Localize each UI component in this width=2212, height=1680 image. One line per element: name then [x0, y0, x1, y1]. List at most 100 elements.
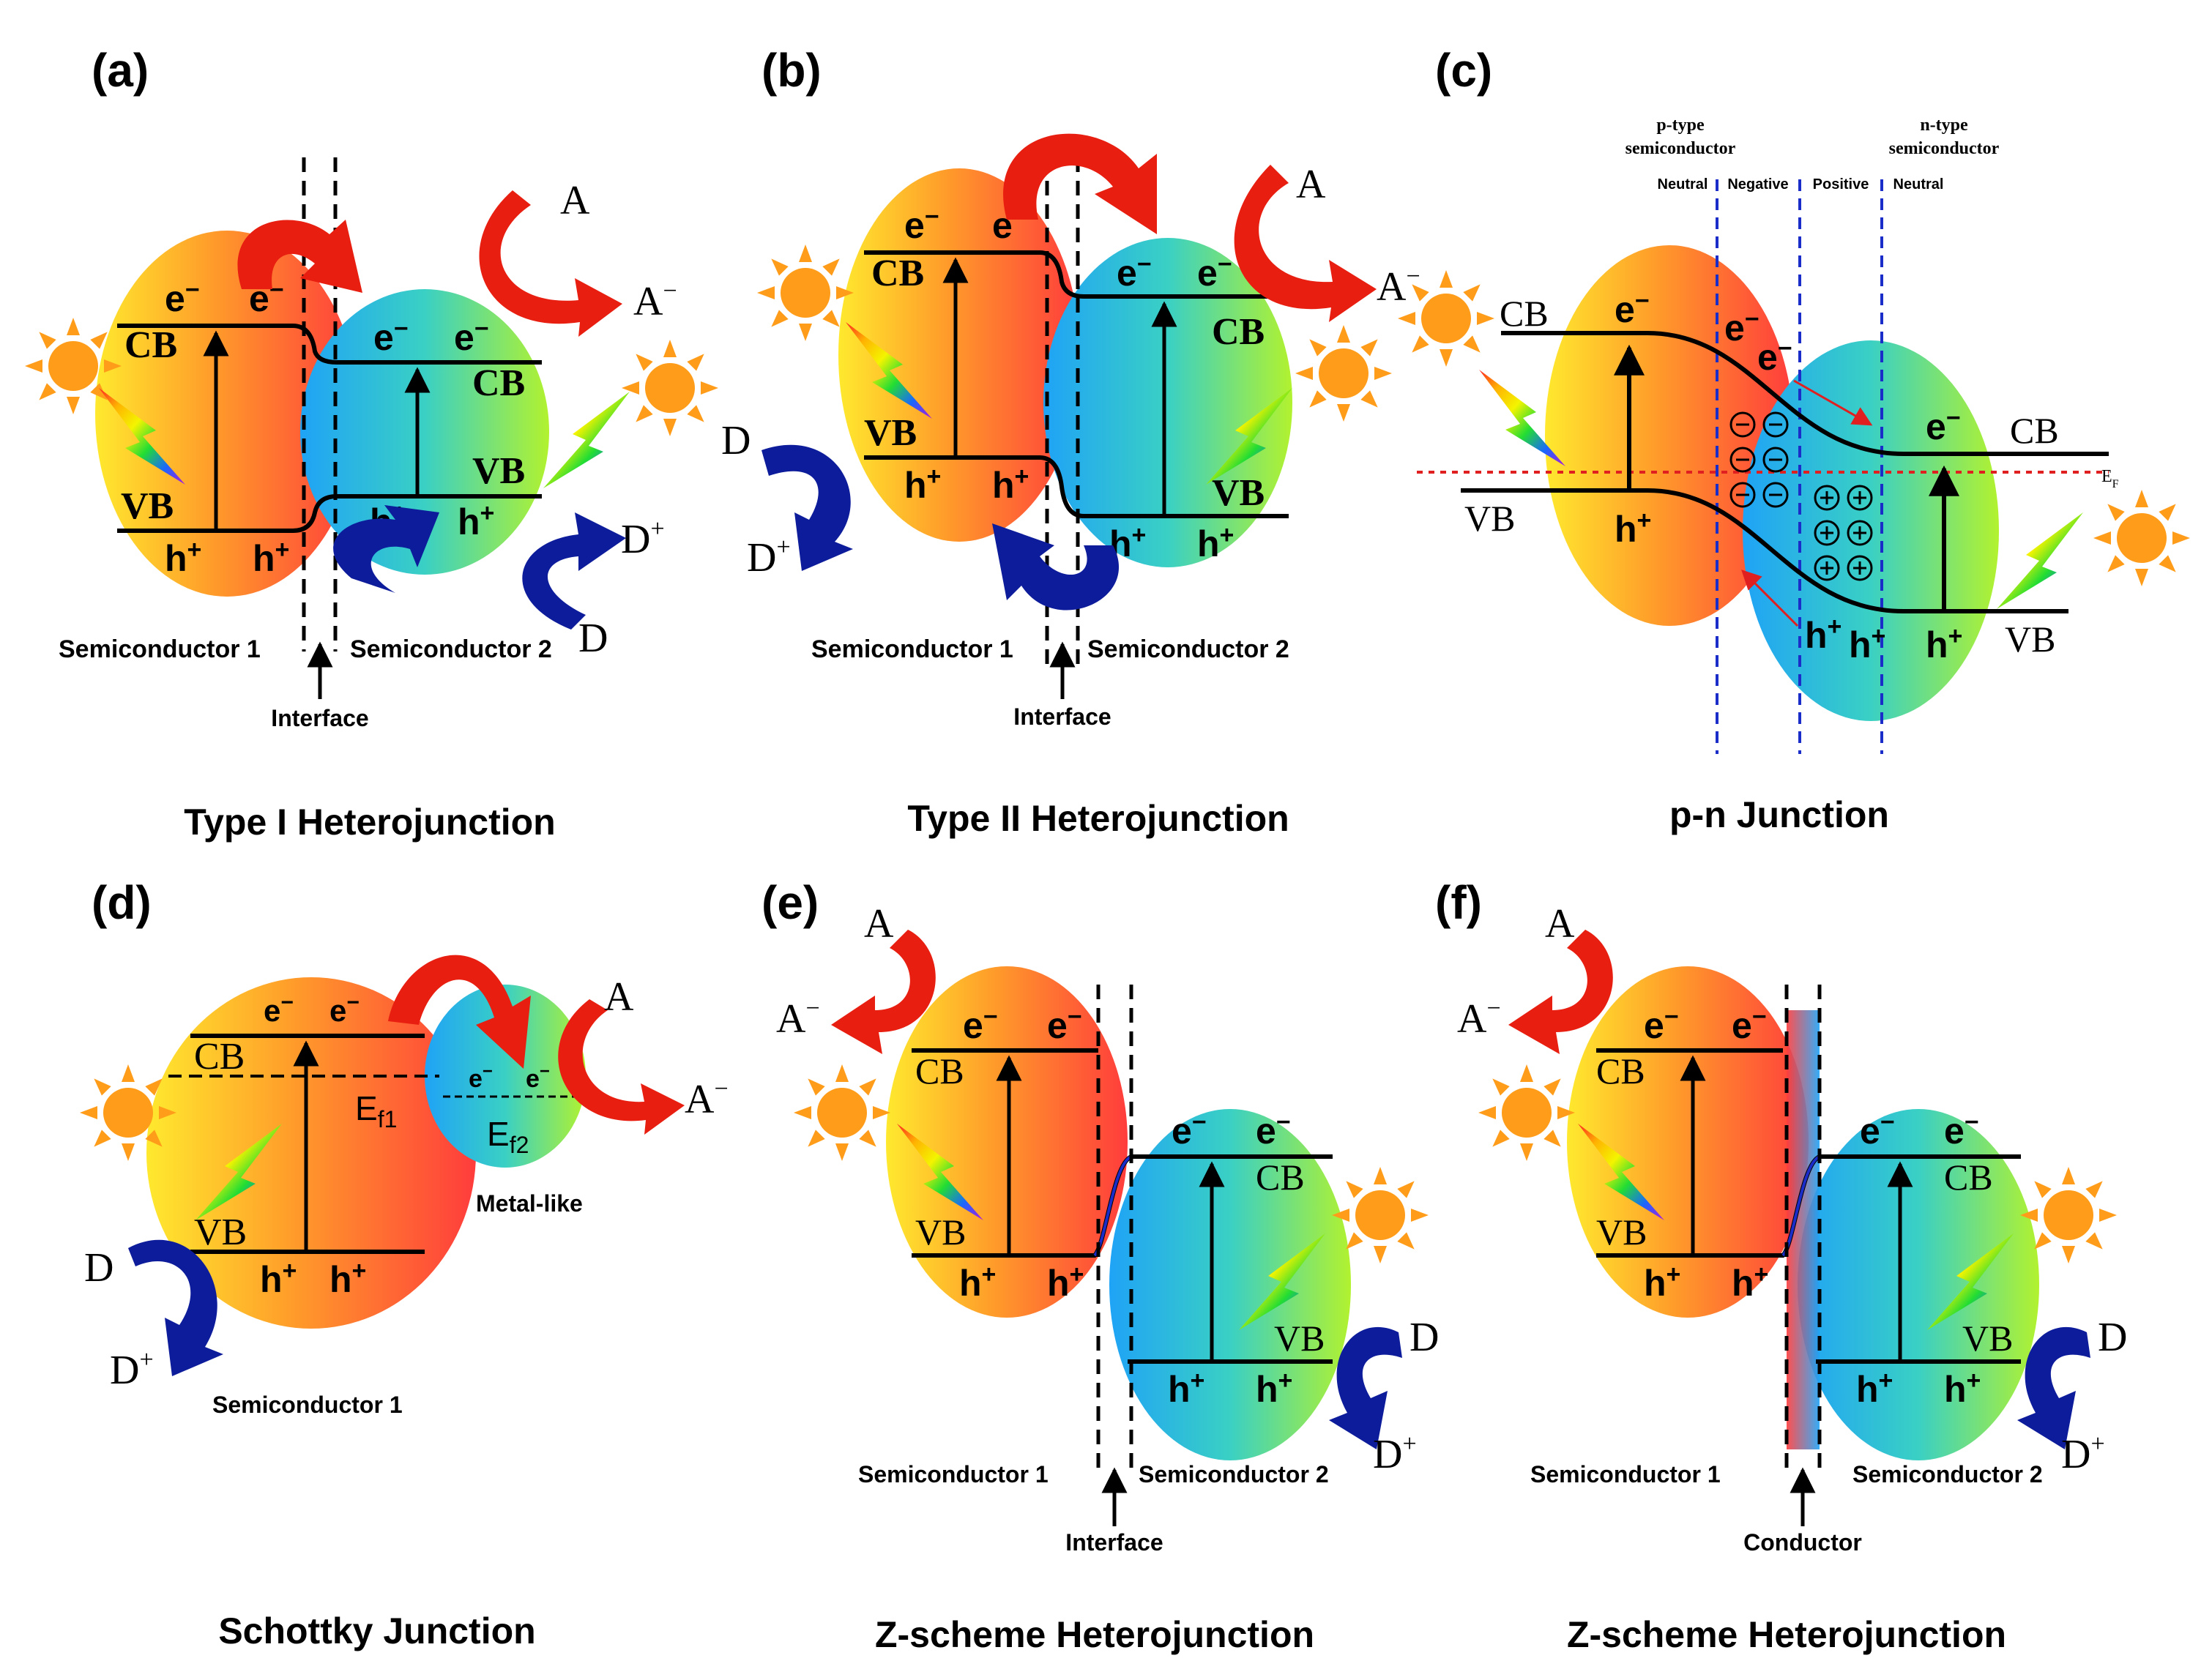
svg-text:h+: h+ [1849, 622, 1885, 665]
fermi-1-subscript: f1 [378, 1106, 398, 1132]
negative-charges [1729, 411, 1789, 508]
hole-symbol: h [992, 465, 1015, 506]
semiconductor-1-label: Semiconductor 1 [1530, 1461, 1721, 1487]
semiconductor-2-label: Semiconductor 2 [350, 635, 552, 663]
hole-transfer-arrow [333, 505, 439, 593]
panel-e: (e) CB CB VB VB e− e− e− e− h+ h+ h+ h+ [761, 876, 1439, 1655]
hole-symbol: h [1047, 1263, 1070, 1304]
hole-symbol: h [1944, 1369, 1967, 1410]
metal-like-label: Metal-like [476, 1190, 583, 1217]
svg-text:h+: h+ [1732, 1261, 1768, 1304]
svg-text:D+: D+ [621, 515, 665, 562]
svg-text:e−: e− [904, 203, 939, 246]
svg-text:h+: h+ [1644, 1261, 1680, 1304]
hole-symbol: h [458, 501, 480, 542]
hole-symbol: h [1644, 1263, 1667, 1304]
electron-symbol: e [1172, 1110, 1192, 1151]
electron-symbol: e [1615, 289, 1635, 330]
sun-icon [757, 244, 854, 341]
svg-text:e−: e− [1256, 1108, 1291, 1151]
hole-symbol: h [1805, 615, 1828, 656]
electron-symbol: e [264, 993, 280, 1028]
svg-text:e−: e− [373, 315, 409, 358]
svg-text:h+: h+ [1615, 507, 1651, 550]
svg-text:e−: e− [1117, 250, 1152, 294]
oxidation-arrow [761, 444, 853, 571]
svg-text:h+: h+ [1805, 613, 1842, 656]
svg-text:e−: e− [963, 1003, 998, 1046]
panel-a-title: Type I Heterojunction [184, 802, 555, 843]
svg-text:e−: e− [1172, 1108, 1207, 1151]
semiconductor-1-shape [838, 168, 1080, 542]
electron-symbol: e [904, 205, 925, 246]
hole-symbol: h [959, 1263, 982, 1304]
hole-symbol: h [329, 1259, 352, 1300]
vb-label-1: VB [864, 412, 917, 454]
sun-icon [1398, 270, 1494, 367]
donor-oxidized-label: D [747, 535, 776, 580]
donor-oxidized-label: D [621, 517, 650, 562]
svg-text:A−: A− [685, 1075, 729, 1122]
oxidation-arrow [128, 1239, 223, 1376]
panel-a-label: (a) [92, 44, 149, 97]
electron-symbol: e [1644, 1005, 1664, 1046]
svg-text:e−: e− [454, 315, 489, 358]
hole-symbol: h [1256, 1369, 1278, 1410]
semiconductor-1-shape [886, 966, 1128, 1318]
metal-like-shape [425, 985, 586, 1168]
sun-icon [1478, 1064, 1575, 1161]
reduction-arrow [1508, 930, 1613, 1054]
semiconductor-1-label: Semiconductor 1 [858, 1461, 1049, 1487]
acceptor-reduced-label: A [1457, 996, 1487, 1042]
reduction-arrow [831, 930, 936, 1054]
svg-text:A−: A− [633, 277, 677, 324]
panel-c: (c) CB CB VB VB EF e− e− e− e− h+ h+ h+ [1398, 44, 2190, 835]
cb-label-1: CB [915, 1050, 964, 1091]
hole-symbol: h [253, 538, 275, 579]
semiconductor-1-shape [1567, 966, 1809, 1318]
reduction-arrow [1234, 165, 1377, 322]
acceptor-label: A [1296, 162, 1326, 207]
sun-icon [25, 318, 122, 414]
svg-text:h+: h+ [904, 463, 941, 506]
interface-label: Interface [271, 705, 368, 731]
semiconductor-1-shape [95, 231, 359, 597]
fermi-symbol: E [2101, 467, 2112, 486]
svg-text:h+: h+ [329, 1257, 366, 1300]
svg-text:e−: e− [526, 1061, 550, 1093]
svg-text:e−: e− [264, 990, 294, 1028]
acceptor-label: A [864, 901, 894, 947]
hole-symbol: h [165, 538, 187, 579]
electron-symbol: e [329, 993, 346, 1028]
donor-label: D [721, 418, 751, 463]
acceptor-label: A [1545, 901, 1575, 947]
panel-d-label: (d) [92, 876, 152, 929]
semiconductor-1-label: Semiconductor 1 [212, 1392, 403, 1418]
semiconductor-2-shape [1043, 238, 1292, 567]
svg-text:A−: A− [1457, 995, 1501, 1042]
svg-text:h+: h+ [1856, 1367, 1893, 1410]
panel-a: (a) CB CB VB VB e− e− e− e− h+ h+ h+ h+ [25, 44, 718, 843]
svg-text:e−: e− [1860, 1108, 1895, 1151]
vb-label-2: VB [1274, 1318, 1325, 1359]
panel-f: (f) CB CB VB VB e− e− e− e− h+ h+ h+ h+ [1435, 876, 2127, 1655]
vb-label-p: VB [1464, 498, 1515, 539]
svg-text:h+: h+ [165, 536, 201, 579]
electron-symbol: e [1757, 337, 1778, 378]
svg-text:h+: h+ [253, 536, 289, 579]
electron-symbol: e [1926, 406, 1946, 447]
donor-label: D [578, 616, 608, 661]
electron-symbol: e [454, 317, 474, 358]
light-bolt-icon [543, 392, 630, 488]
vb-label: VB [194, 1212, 247, 1253]
sun-icon [2020, 1167, 2117, 1263]
cb-label-2: CB [472, 362, 525, 404]
svg-text:h+: h+ [1926, 622, 1962, 665]
n-type-label: n-type [1920, 116, 1968, 135]
donor-oxidized-label: D [2061, 1432, 2090, 1477]
svg-text:e−: e− [1197, 250, 1232, 294]
hole-symbol: h [1856, 1369, 1879, 1410]
semiconductor-1-label: Semiconductor 1 [811, 635, 1013, 663]
sun-icon [794, 1064, 890, 1161]
